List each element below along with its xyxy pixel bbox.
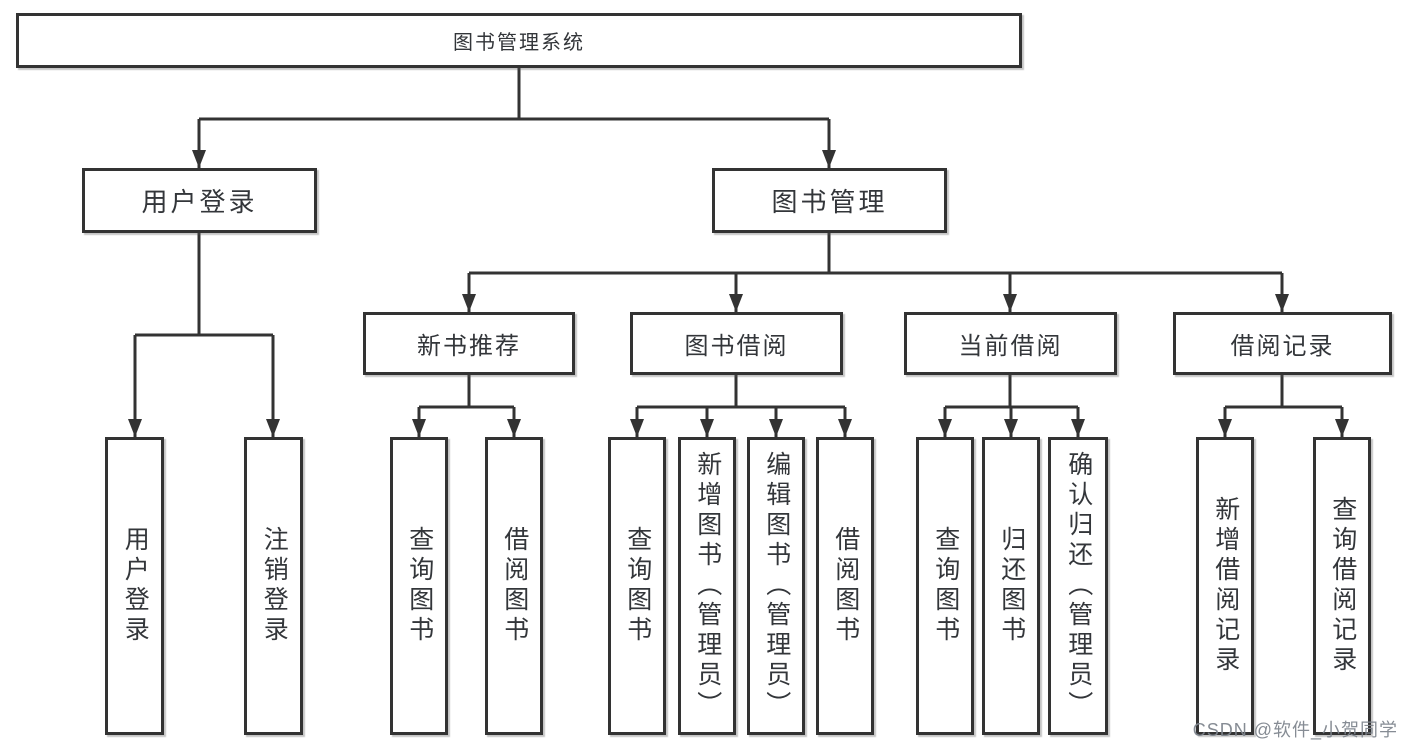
- leaf-borrow-books-recommend-label: 借阅图书: [500, 526, 529, 646]
- leaf-query-borrow-record-label: 查询借阅记录: [1328, 496, 1357, 676]
- leaf-add-borrow-record-label: 新增借阅记录: [1211, 496, 1240, 676]
- node-book-borrowing-label: 图书借阅: [684, 333, 789, 360]
- node-user-login-label: 用户登录: [141, 187, 258, 217]
- leaf-query-books-borrowing: 查询图书: [608, 437, 666, 735]
- leaf-query-borrow-record: 查询借阅记录: [1313, 437, 1371, 735]
- leaf-borrow-books-borrowing-label: 借阅图书: [831, 526, 860, 646]
- csdn-watermark: CSDN @软件_小贺同学: [1192, 720, 1398, 740]
- leaf-query-books-borrowing-label: 查询图书: [623, 526, 652, 646]
- leaf-user-login: 用户登录: [105, 437, 164, 735]
- node-book-borrowing: 图书借阅: [630, 312, 843, 375]
- leaf-query-books-recommend: 查询图书: [390, 437, 448, 735]
- leaf-add-borrow-record: 新增借阅记录: [1196, 437, 1254, 735]
- leaf-confirm-return-admin: 确认归还（管理员）: [1048, 437, 1108, 735]
- leaf-borrow-books-recommend: 借阅图书: [485, 437, 543, 735]
- leaf-edit-books-admin: 编辑图书（管理员）: [747, 437, 805, 735]
- node-current-borrowing-label: 当前借阅: [958, 333, 1063, 360]
- leaf-query-books-current-label: 查询图书: [931, 526, 960, 646]
- leaf-add-books-admin-label: 新增图书（管理员）: [693, 451, 722, 721]
- leaf-query-books-current: 查询图书: [916, 437, 974, 735]
- node-user-login: 用户登录: [82, 168, 317, 233]
- node-borrowing-records: 借阅记录: [1173, 312, 1392, 375]
- leaf-logout-label: 注销登录: [260, 526, 289, 646]
- node-book-management-label: 图书管理: [771, 187, 888, 217]
- node-current-borrowing: 当前借阅: [904, 312, 1117, 375]
- arrowheads: [128, 150, 1349, 437]
- node-book-management: 图书管理: [712, 168, 947, 233]
- leaf-return-books-label: 归还图书: [997, 526, 1026, 646]
- leaf-user-login-label: 用户登录: [121, 526, 150, 646]
- leaf-borrow-books-borrowing: 借阅图书: [816, 437, 874, 735]
- leaf-edit-books-admin-label: 编辑图书（管理员）: [762, 451, 791, 721]
- node-library-system-label: 图书管理系统: [453, 32, 585, 54]
- leaf-logout: 注销登录: [244, 437, 303, 735]
- node-new-book-recommend-label: 新书推荐: [417, 333, 521, 360]
- leaf-add-books-admin: 新增图书（管理员）: [678, 437, 736, 735]
- node-library-system: 图书管理系统: [16, 13, 1022, 68]
- leaf-query-books-recommend-label: 查询图书: [405, 526, 434, 646]
- leaf-return-books: 归还图书: [982, 437, 1040, 735]
- node-borrowing-records-label: 借阅记录: [1230, 333, 1335, 360]
- leaf-confirm-return-admin-label: 确认归还（管理员）: [1064, 451, 1093, 721]
- node-new-book-recommend: 新书推荐: [363, 312, 575, 375]
